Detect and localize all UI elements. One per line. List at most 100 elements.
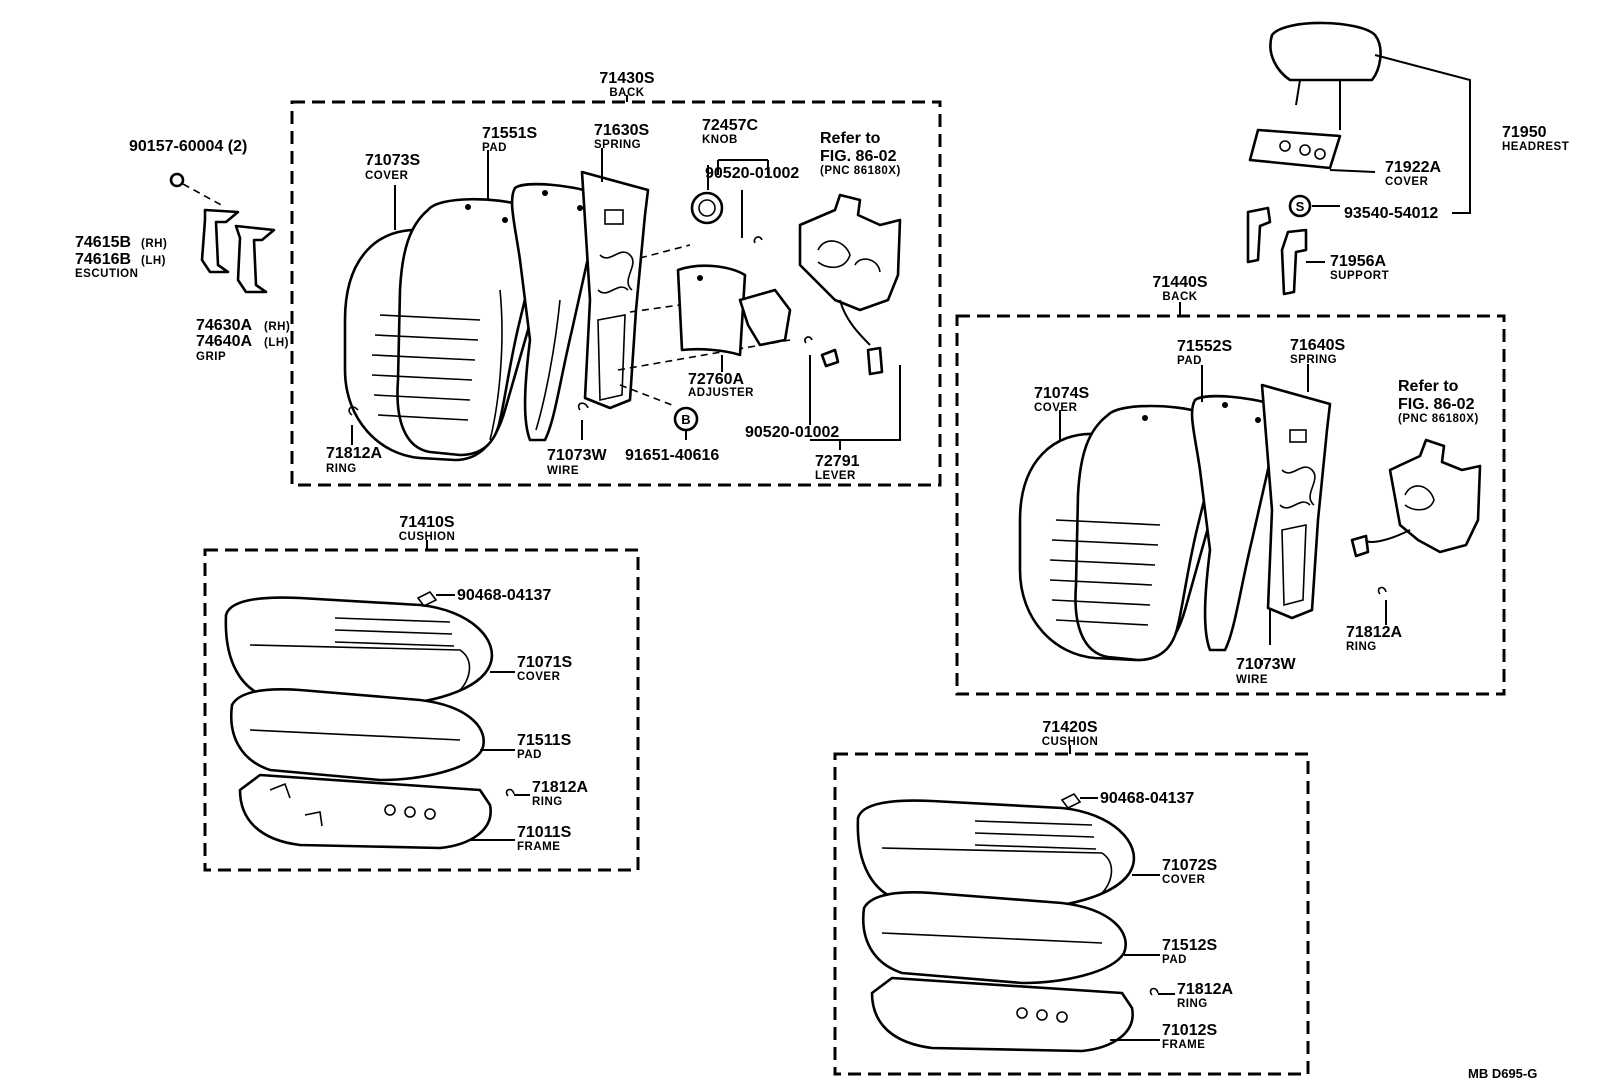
svg-text:COVER: COVER: [517, 671, 561, 683]
svg-text:71073S: 71073S: [365, 152, 420, 169]
svg-text:RING: RING: [326, 463, 357, 475]
callout-71430s: 71430S BACK: [599, 70, 654, 99]
svg-text:71812A: 71812A: [532, 779, 588, 796]
callout-71812a-3: 71812A RING: [532, 779, 588, 808]
svg-text:CUSHION: CUSHION: [1042, 736, 1099, 748]
svg-text:71071S: 71071S: [517, 654, 572, 671]
callout-90520-bottom: 90520-01002: [745, 424, 839, 441]
callout-90520-top: 90520-01002: [705, 165, 799, 182]
callout-71011s: 71011S FRAME: [517, 824, 572, 853]
callout-90468-rear: 90468-04137: [1100, 790, 1194, 807]
svg-text:71440S: 71440S: [1152, 274, 1207, 291]
callout-71950: 71950 HEADREST: [1502, 124, 1569, 153]
front-seat-back-group-box: [290, 100, 942, 487]
svg-text:RING: RING: [1346, 641, 1377, 653]
front-seat-back-cover: [343, 197, 541, 462]
svg-text:93540-54012: 93540-54012: [1344, 205, 1438, 222]
svg-text:(RH): (RH): [264, 321, 290, 333]
svg-text:WIRE: WIRE: [547, 465, 579, 477]
svg-text:90468-04137: 90468-04137: [1100, 790, 1194, 807]
svg-text:WIRE: WIRE: [1236, 674, 1268, 686]
svg-text:PAD: PAD: [1162, 954, 1187, 966]
svg-text:PAD: PAD: [517, 749, 542, 761]
callout-91651: 91651-40616: [625, 447, 719, 464]
figure-code: MB D695-G: [1468, 1066, 1537, 1081]
svg-text:91651-40616: 91651-40616: [625, 447, 719, 464]
svg-text:71512S: 71512S: [1162, 937, 1217, 954]
svg-text:(LH): (LH): [264, 337, 289, 349]
svg-text:CUSHION: CUSHION: [399, 531, 456, 543]
front-cushion-group-box: [203, 548, 640, 872]
callout-71073w-2: 71073W WIRE: [1236, 656, 1296, 686]
callout-93540: 93540-54012: [1344, 205, 1438, 222]
rear-seat-back-cover: [1018, 404, 1219, 662]
svg-text:74615B: 74615B: [75, 234, 131, 251]
callout-71640s: 71640S SPRING: [1290, 337, 1345, 366]
callout-72457c: 72457C KNOB: [702, 117, 758, 146]
svg-text:71073W: 71073W: [547, 447, 607, 464]
svg-text:SPRING: SPRING: [1290, 354, 1337, 366]
svg-text:71812A: 71812A: [326, 445, 382, 462]
svg-text:PAD: PAD: [1177, 355, 1202, 367]
svg-text:Refer to: Refer to: [820, 130, 881, 147]
svg-text:72760A: 72760A: [688, 371, 744, 388]
svg-text:FIG. 86-02: FIG. 86-02: [1398, 396, 1475, 413]
svg-text:90520-01002: 90520-01002: [745, 424, 839, 441]
rear-seat-back-group-box: [955, 314, 1506, 696]
svg-text:BACK: BACK: [1162, 291, 1197, 303]
svg-text:71812A: 71812A: [1177, 981, 1233, 998]
svg-text:BACK: BACK: [609, 87, 644, 99]
svg-text:71950: 71950: [1502, 124, 1547, 141]
wire-icon: [577, 402, 589, 411]
svg-text:LEVER: LEVER: [815, 470, 856, 482]
svg-text:71410S: 71410S: [399, 514, 454, 531]
svg-text:72457C: 72457C: [702, 117, 758, 134]
svg-text:71640S: 71640S: [1290, 337, 1345, 354]
svg-text:71812A: 71812A: [1346, 624, 1402, 641]
callout-71073w-1: 71073W WIRE: [547, 447, 607, 477]
callout-71071s: 71071S COVER: [517, 654, 572, 683]
svg-text:71073W: 71073W: [1236, 656, 1296, 673]
front-cushion-assembly: [224, 590, 515, 850]
svg-text:74630A: 74630A: [196, 317, 252, 334]
callout-71410s: 71410S CUSHION: [399, 514, 456, 543]
svg-text:71922A: 71922A: [1385, 159, 1441, 176]
callout-71552s: 71552S PAD: [1177, 338, 1232, 367]
svg-text:71074S: 71074S: [1034, 385, 1089, 402]
callout-74615b: 74615B (RH): [75, 234, 167, 251]
svg-text:74616B: 74616B: [75, 251, 131, 268]
callout-refer-right: Refer to FIG. 86-02 (PNC 86180X): [1398, 378, 1478, 425]
ring-icon: [348, 406, 359, 416]
callout-71812a-1: 71812A RING: [326, 445, 382, 475]
rear-cushion-group-box: [833, 752, 1310, 1076]
svg-text:SUPPORT: SUPPORT: [1330, 270, 1389, 282]
callout-refer-left: Refer to FIG. 86-02 (PNC 86180X): [820, 130, 901, 177]
callout-71512s: 71512S PAD: [1162, 937, 1217, 966]
svg-text:71511S: 71511S: [517, 732, 572, 749]
callout-90157: 90157-60004 (2): [129, 138, 247, 155]
callout-71420s: 71420S CUSHION: [1042, 719, 1099, 748]
callout-71812a-4: 71812A RING: [1177, 981, 1233, 1010]
svg-text:ADJUSTER: ADJUSTER: [688, 387, 754, 399]
callout-71072s: 71072S COVER: [1162, 857, 1217, 886]
callout-74630a: 74630A (RH): [196, 317, 290, 334]
svg-text:FIG. 86-02: FIG. 86-02: [820, 148, 897, 165]
svg-text:FRAME: FRAME: [1162, 1039, 1205, 1051]
svg-text:71552S: 71552S: [1177, 338, 1232, 355]
svg-text:HEADREST: HEADREST: [1502, 141, 1569, 153]
svg-text:(RH): (RH): [141, 238, 167, 250]
svg-text:PAD: PAD: [482, 142, 507, 154]
svg-text:KNOB: KNOB: [702, 134, 738, 146]
svg-text:72791: 72791: [815, 453, 860, 470]
svg-text:Refer to: Refer to: [1398, 378, 1459, 395]
svg-text:71011S: 71011S: [517, 824, 572, 841]
callout-71630s: 71630S SPRING: [594, 122, 649, 151]
svg-text:COVER: COVER: [365, 170, 409, 182]
callout-71956a: 71956A SUPPORT: [1330, 253, 1389, 282]
svg-text:COVER: COVER: [1162, 874, 1206, 886]
rear-recliner-bracket: [1350, 438, 1482, 595]
svg-text:ESCUTION: ESCUTION: [75, 268, 138, 280]
svg-text:(LH): (LH): [141, 255, 166, 267]
svg-text:GRIP: GRIP: [196, 351, 226, 363]
svg-text:(PNC 86180X): (PNC 86180X): [820, 165, 901, 177]
